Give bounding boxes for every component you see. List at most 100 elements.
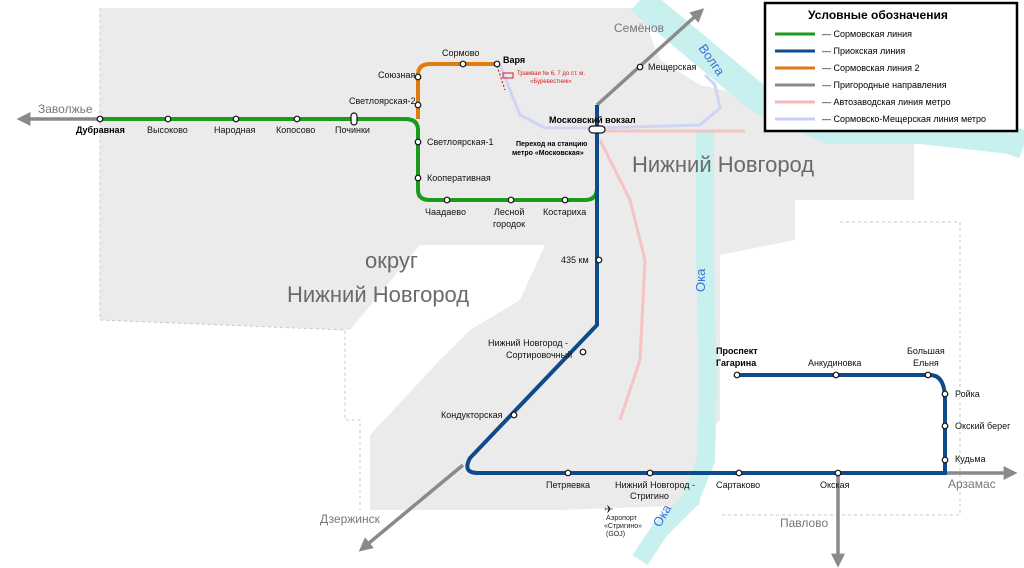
oka-river: [632, 130, 718, 565]
legend-item-3: — Пригородные направления: [822, 80, 947, 90]
station-oksky-bereg[interactable]: [941, 422, 949, 430]
label-sortirovochny-2: Сортировочный: [506, 350, 572, 360]
line-sormovskaya: [100, 117, 599, 202]
legend-item-5: — Сормовско-Мещерская линия метро: [822, 114, 986, 124]
station-sartakovo[interactable]: [735, 469, 743, 477]
legend-item-2: — Сормовская линия 2: [822, 63, 920, 73]
label-sortirovochny-1: Нижний Новгород -: [488, 338, 568, 348]
tram-connector: [496, 65, 506, 91]
metro-line-sormovsko-meshcherskaya: [498, 64, 722, 130]
legend-item-0: — Сормовская линия: [822, 29, 912, 39]
dir-dzerzhinsk: Дзержинск: [320, 512, 381, 526]
station-okskaya[interactable]: [834, 469, 842, 477]
station-kooperativnaya[interactable]: [414, 174, 422, 182]
station-konduktorskaya[interactable]: [510, 411, 518, 419]
dir-zavolzhye: Заволжье: [38, 102, 93, 116]
transfer-note-1: Переход на станцию: [516, 141, 587, 148]
station-sormovo[interactable]: [459, 60, 467, 68]
line-priokskaya: [465, 105, 947, 475]
label-svetloyarskaya1: Светлоярская-1: [427, 137, 494, 147]
station-vysokovo[interactable]: [164, 115, 172, 123]
label-sormovo: Сормово: [442, 48, 479, 58]
district-label-line2: Нижний Новгород: [287, 282, 469, 307]
city-boundary: [720, 221, 961, 516]
metro-line-avtozavodskaya: [598, 139, 647, 421]
station-gagarina[interactable]: [733, 371, 741, 379]
station-petryaevka[interactable]: [564, 469, 572, 477]
tram-note-2: «Буревестник»: [530, 79, 572, 85]
station-kostarikha[interactable]: [561, 196, 569, 204]
station-svetloyarskaya1[interactable]: [414, 138, 422, 146]
label-varya: Варя: [503, 55, 525, 65]
label-strigino-1: Нижний Новгород -: [615, 480, 695, 490]
airplane-icon: ✈: [604, 504, 613, 516]
label-narodnaya: Народная: [214, 125, 256, 135]
station-varya[interactable]: [493, 60, 501, 68]
label-ankudinovka: Анкудиновка: [808, 358, 861, 368]
station-pochinki[interactable]: [350, 112, 358, 126]
label-bolshaya-1: Большая: [907, 346, 945, 356]
station-435km[interactable]: [595, 256, 603, 264]
label-kostarikha: Костариха: [543, 207, 586, 217]
legend-item-1: — Приокская линия: [822, 46, 905, 56]
legend-item-4: — Автозаводская линия метро: [822, 97, 951, 107]
label-lesnoy-1: Лесной: [494, 207, 524, 217]
station-chaadaevo[interactable]: [443, 196, 451, 204]
label-petryaevka: Петряевка: [546, 480, 590, 490]
station-meshcherskaya[interactable]: [636, 63, 644, 71]
label-dubravnaya: Дубравная: [76, 125, 125, 135]
legend: Условные обозначения — Сормовская линия …: [763, 1, 1019, 133]
stations: [96, 60, 949, 477]
station-sortirovochny[interactable]: [579, 348, 587, 356]
station-moskovsky[interactable]: [588, 125, 606, 134]
label-soyuznaya: Союзная: [378, 70, 415, 80]
transfer-note-2: метро «Московская»: [512, 150, 584, 157]
suburban-dzerzhinsk: [358, 463, 465, 552]
suburban-semyonov: [595, 8, 705, 107]
district-boundary: [99, 8, 361, 510]
label-svetloyarskaya2: Светлоярская-2: [349, 96, 416, 106]
station-soyuznaya[interactable]: [414, 73, 422, 81]
station-ankudinovka[interactable]: [832, 371, 840, 379]
station-lesnoy[interactable]: [507, 196, 515, 204]
label-chaadaevo: Чаадаево: [425, 207, 466, 217]
station-kudma[interactable]: [941, 456, 949, 464]
station-royka[interactable]: [941, 390, 949, 398]
label-meshcherskaya: Мещерская: [648, 62, 697, 72]
label-konduktorskaya: Кондукторская: [441, 410, 503, 420]
label-oksky-bereg: Окский берег: [955, 421, 1011, 431]
label-sartakovo: Сартаково: [716, 480, 760, 490]
label-gagarina-2: Гагарина: [716, 358, 757, 368]
label-strigino-2: Стригино: [630, 491, 669, 501]
label-vysokovo: Высоково: [147, 125, 188, 135]
label-pochinki: Починки: [335, 125, 370, 135]
label-moskovsky: Московский вокзал: [549, 115, 636, 125]
airport-note-1: Аэропорт: [606, 515, 638, 522]
city-label: Нижний Новгород: [632, 152, 814, 177]
dir-pavlovo: Павлово: [780, 516, 828, 530]
label-gagarina-1: Проспект: [716, 346, 758, 356]
oka-label-north: Ока: [693, 268, 708, 292]
label-435km: 435 км: [561, 255, 589, 265]
legend-title: Условные обозначения: [808, 8, 948, 22]
station-bolshaya-elnya[interactable]: [924, 371, 932, 379]
station-narodnaya[interactable]: [232, 115, 240, 123]
label-bolshaya-2: Ельня: [913, 358, 939, 368]
dir-semyonov: Семёнов: [614, 21, 664, 35]
airport-note-2: «Стригино»: [604, 523, 642, 530]
district-label-line1: округ: [365, 248, 418, 273]
label-kudma: Кудьма: [955, 454, 986, 464]
label-kooperativnaya: Кооперативная: [427, 173, 491, 183]
airport-note-3: (GOJ): [606, 531, 625, 538]
station-koposovo[interactable]: [293, 115, 301, 123]
station-dubravnaya[interactable]: [96, 115, 104, 123]
tram-note-1: Трамваи № 6, 7 до ст. м.: [517, 70, 585, 77]
label-koposovo: Копосово: [276, 125, 315, 135]
label-lesnoy-2: городок: [493, 219, 525, 229]
tram-icon: [502, 72, 514, 79]
label-royka: Ройка: [955, 389, 980, 399]
station-strigino[interactable]: [646, 469, 654, 477]
label-okskaya: Окская: [820, 480, 850, 490]
station-svetloyarskaya2[interactable]: [414, 101, 422, 109]
